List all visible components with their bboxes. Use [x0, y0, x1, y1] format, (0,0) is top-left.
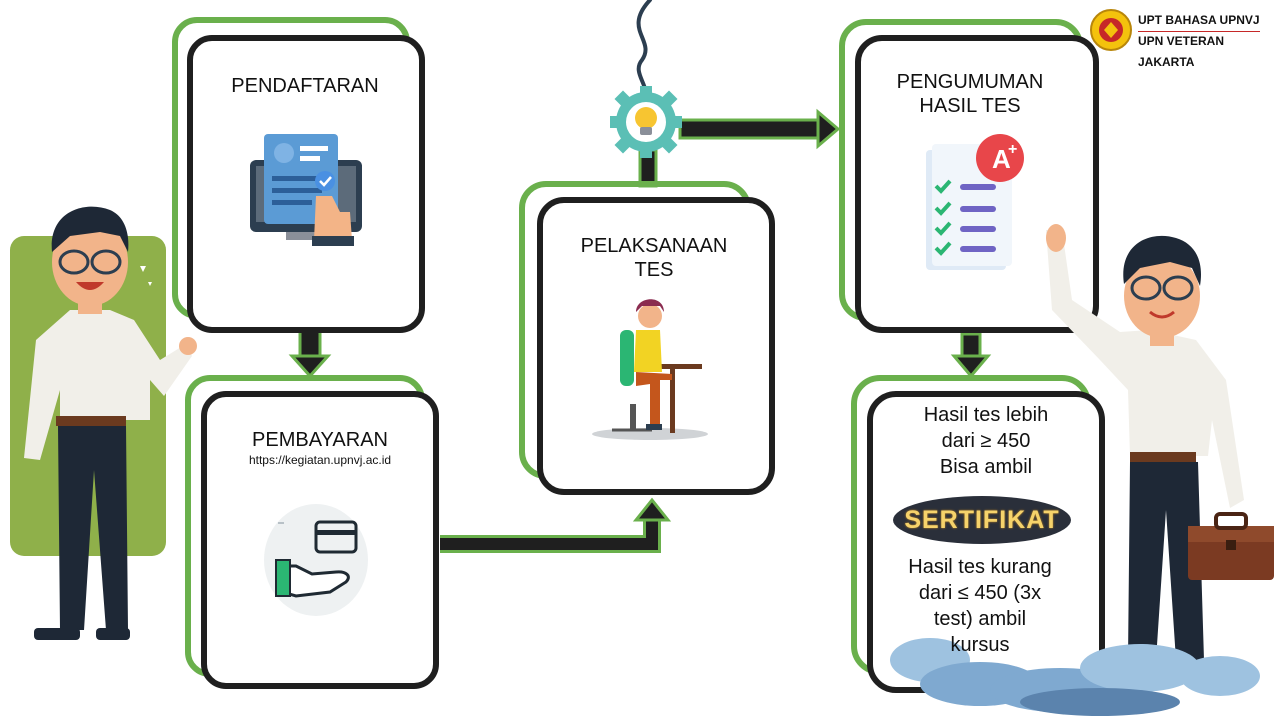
payment-title: PEMBAYARAN [252, 429, 388, 451]
result-fail-line-3: test) ambil [933, 608, 1027, 630]
logo-line-1: UPT BAHASA UPNVJ [1138, 13, 1260, 27]
certificate-label: SERTIFIKAT [904, 505, 1060, 534]
arrow-registration-to-payment [288, 328, 332, 379]
registration-title: PENDAFTARAN [231, 75, 379, 97]
announcement-title-line-2: HASIL TES [919, 95, 1021, 117]
left-man-illustration [24, 206, 197, 640]
svg-text:A: A [992, 144, 1011, 174]
student-desk-icon [592, 299, 708, 440]
result-pass-line-1: Hasil tes lebih [923, 404, 1049, 426]
institution-logo-text: UPT BAHASA UPNVJ UPN VETERAN JAKARTA [1138, 10, 1280, 73]
arrow-gear-to-announcement [678, 108, 841, 150]
result-fail-line-2: dari ≤ 450 (3x [918, 582, 1042, 604]
result-pass-line-2: dari ≥ 450 [941, 430, 1031, 452]
implementation-title-line-2: TES [634, 259, 674, 281]
clouds-decoration [890, 638, 1260, 716]
card-hand-icon [264, 504, 368, 616]
announcement-title-line-1: PENGUMUMAN [896, 71, 1044, 93]
logo-divider [1138, 31, 1260, 32]
bulb-wire [636, 0, 652, 100]
logo-line-2: UPN VETERAN JAKARTA [1138, 34, 1225, 69]
upnvj-logo-icon [1090, 9, 1132, 51]
arrow-payment-to-implementation [440, 497, 672, 553]
result-pass-text: Hasil tes lebih dari ≥ 450 Bisa ambil [876, 402, 1096, 480]
result-fail-text: Hasil tes kurang dari ≤ 450 (3x test) am… [870, 554, 1090, 658]
arrow-announcement-to-result [950, 332, 992, 379]
form-computer-icon [250, 134, 362, 246]
result-fail-line-1: Hasil tes kurang [908, 556, 1052, 578]
result-pass-line-3: Bisa ambil [939, 456, 1033, 478]
announcement-title: PENGUMUMAN HASIL TES [862, 70, 1078, 118]
implementation-title: PELAKSANAAN TES [546, 234, 762, 282]
implementation-title-line-1: PELAKSANAAN [580, 235, 728, 257]
result-fail-line-4: kursus [950, 634, 1010, 656]
payment-url: https://kegiatan.upnvj.ac.id [248, 453, 392, 467]
svg-text:+: + [1008, 141, 1017, 158]
right-man-illustration [1046, 224, 1274, 660]
gear-bulb-icon [610, 86, 682, 158]
certificate-badge: SERTIFIKAT [893, 496, 1071, 544]
checklist-a-plus-icon: A + [926, 134, 1024, 270]
